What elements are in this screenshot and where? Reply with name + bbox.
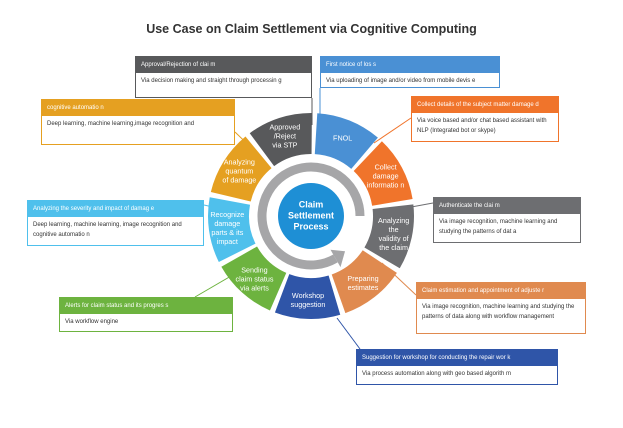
segment-label-fnol: FNOL (333, 133, 353, 143)
callout-header: Suggestion for workshop for conducting t… (357, 350, 557, 366)
callout-header: Claim estimation and appointment of adju… (417, 283, 585, 299)
callout-workshop: Suggestion for workshop for conducting t… (356, 349, 558, 385)
callout-header: Approval/Rejection of clai m (136, 57, 311, 73)
callout-header: Authenticate the clai m (434, 198, 580, 214)
callout-alerts: Alerts for claim status and its progres … (59, 297, 233, 332)
callout-header: cognitive automatio n (42, 100, 234, 116)
segment-approved (249, 113, 312, 167)
segment-estimates (331, 250, 397, 314)
callout-body: Via workflow engine (65, 319, 119, 325)
wheel-segments (207, 113, 414, 319)
connector-workshop (336, 317, 361, 350)
callout-body: Via process automation along with geo ba… (362, 371, 511, 377)
callout-authenticate: Authenticate the clai m Via image recogn… (433, 197, 581, 243)
segment-collect (353, 141, 413, 206)
ring-arc (257, 162, 365, 270)
callout-body: Via image recognition, machine learning … (422, 304, 575, 320)
callout-body: Deep learning, machine learning,image re… (47, 121, 195, 127)
diagram-title: Use Case on Claim Settlement via Cogniti… (146, 22, 477, 36)
callout-approval: Approval/Rejection of clai m Via decisio… (135, 56, 312, 98)
callout-estimation: Claim estimation and appointment of adju… (416, 282, 586, 334)
center-circle (278, 183, 344, 249)
circular-arrow-ring (257, 162, 365, 270)
callout-collect: Collect details of the subject matter da… (411, 96, 559, 142)
callout-body: Via image recognition, machine learning … (439, 219, 558, 235)
segment-recognize (207, 197, 256, 262)
callout-cognitive: cognitive automatio n Deep learning, mac… (41, 99, 235, 145)
segment-workshop (274, 274, 341, 319)
connector-collect (373, 117, 412, 144)
callout-header: Alerts for claim status and its progres … (60, 298, 232, 314)
callout-body: Via decision making and straight through… (141, 78, 282, 84)
segment-fnol (314, 113, 378, 169)
callout-body: Via voice based and/or chat based assist… (417, 118, 547, 134)
callout-fnol: First notice of los s Via uploading of i… (320, 56, 500, 88)
callout-severity: Analyzing the severity and impact of dam… (27, 200, 204, 246)
callout-body: Via uploading of image and/or video from… (326, 78, 476, 84)
segment-alerts (221, 246, 287, 311)
callout-header: Analyzing the severity and impact of dam… (28, 201, 203, 217)
ring-arrowhead-icon (330, 249, 346, 268)
segment-quantum (210, 136, 272, 202)
callout-header: Collect details of the subject matter da… (412, 97, 558, 113)
segment-validity (364, 204, 414, 269)
callout-body: Deep learning, machine learning, image r… (33, 222, 182, 238)
callout-header: First notice of los s (321, 57, 499, 73)
